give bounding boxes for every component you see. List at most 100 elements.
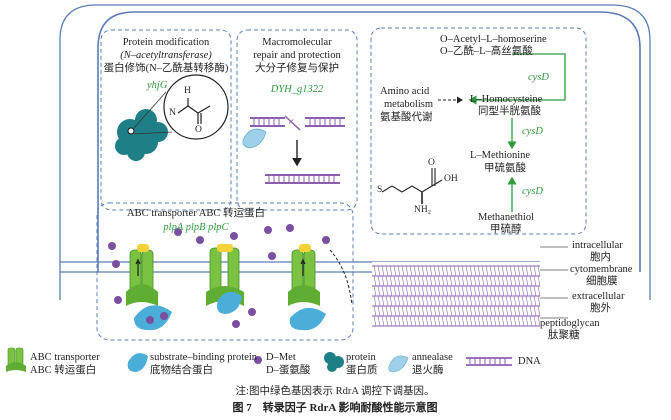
- protein-modification-title-en: Protein modification: [122, 37, 210, 48]
- peptidoglycan-crosslink: [525, 265, 529, 277]
- peptidoglycan-crosslink: [485, 305, 489, 317]
- acetyl-h-label: H: [184, 86, 191, 96]
- peptidoglycan-crosslink: [461, 275, 465, 287]
- homoserine-en: O–Acetyl–L–homoserine: [440, 34, 547, 45]
- legend-abc-zh: ABC 转运蛋白: [30, 365, 97, 376]
- peptidoglycan-crosslink: [405, 275, 409, 287]
- peptidoglycan-crosslink: [477, 315, 481, 327]
- peptidoglycan-crosslink: [533, 265, 537, 277]
- peptidoglycan-crosslink: [493, 305, 497, 317]
- peptidoglycan-crosslink: [417, 315, 421, 327]
- methionine-nh2-label: NH₂: [414, 205, 432, 215]
- repair-title-en-1: Macromolecular: [262, 37, 332, 48]
- peptidoglycan-crosslink: [437, 275, 441, 287]
- peptidoglycan-crosslink: [421, 295, 425, 307]
- peptidoglycan-crosslink: [493, 285, 497, 297]
- legend-dna-en: DNA: [518, 356, 541, 367]
- cytomembrane-en: cytomembrane: [570, 264, 633, 275]
- peptidoglycan-crosslink: [457, 275, 461, 287]
- peptidoglycan-crosslink: [401, 265, 405, 277]
- peptidoglycan-crosslink: [373, 315, 377, 327]
- peptidoglycan-crosslink: [469, 315, 473, 327]
- peptidoglycan-crosslink: [445, 295, 449, 307]
- peptidoglycan-crosslink: [521, 285, 525, 297]
- abc-transporter-2: [206, 244, 244, 314]
- peptidoglycan-crosslink: [505, 295, 509, 307]
- peptidoglycan-crosslink: [497, 285, 501, 297]
- peptidoglycan-crosslink: [513, 315, 517, 327]
- peptidoglycan-crosslink: [441, 275, 445, 287]
- d-met-exit-arrow: [329, 249, 353, 306]
- peptidoglycan-crosslink: [433, 295, 437, 307]
- peptidoglycan-crosslink: [449, 315, 453, 327]
- gene-dyh-g1322: DYH_g1322: [270, 84, 324, 95]
- peptidoglycan-crosslink: [457, 265, 461, 277]
- peptidoglycan-crosslink: [429, 305, 433, 317]
- peptidoglycan-crosslink: [449, 305, 453, 317]
- peptidoglycan-crosslink: [453, 315, 457, 327]
- peptidoglycan-crosslink: [517, 305, 521, 317]
- peptidoglycan-crosslink: [505, 265, 509, 277]
- peptidoglycan-crosslink: [473, 315, 477, 327]
- homocysteine-en: L–Homocysteine: [470, 94, 543, 105]
- peptidoglycan-crosslink: [485, 295, 489, 307]
- peptidoglycan-crosslink: [505, 315, 509, 327]
- peptidoglycan-crosslink: [489, 295, 493, 307]
- peptidoglycan-crosslink: [449, 285, 453, 297]
- methionine-s-label: S: [377, 185, 383, 195]
- peptidoglycan-crosslink: [429, 265, 433, 277]
- peptidoglycan-crosslink: [409, 265, 413, 277]
- peptidoglycan-crosslink: [497, 305, 501, 317]
- peptidoglycan-crosslink: [397, 305, 401, 317]
- acetyl-n-label: N: [169, 108, 176, 118]
- peptidoglycan-crosslink: [425, 295, 429, 307]
- peptidoglycan-crosslink: [385, 315, 389, 327]
- peptidoglycan-crosslink: [421, 315, 425, 327]
- methanethiol-en: Methanethiol: [478, 212, 534, 223]
- homoserine-zh: O–乙酰–L–高丝氨酸: [440, 46, 533, 57]
- peptidoglycan-crosslink: [521, 295, 525, 307]
- dna-repair-top: ×: [250, 115, 345, 131]
- abc-transporter-icon: [6, 347, 26, 372]
- peptidoglycan-crosslink: [425, 305, 429, 317]
- peptidoglycan-crosslink: [461, 295, 465, 307]
- peptidoglycan-crosslink: [517, 295, 521, 307]
- protein-modification-title-zh: 蛋白修饰(N–乙酰基转移酶): [103, 63, 229, 74]
- peptidoglycan-crosslink: [373, 305, 377, 317]
- peptidoglycan-crosslink: [429, 315, 433, 327]
- peptidoglycan-crosslink: [469, 295, 473, 307]
- peptidoglycan-crosslink: [529, 275, 533, 287]
- peptidoglycan-crosslink: [453, 275, 457, 287]
- abc-genes: plpA plpB plpC: [163, 222, 229, 233]
- repair-title-zh: 大分子修复与保护: [255, 63, 339, 74]
- peptidoglycan-crosslink: [409, 285, 413, 297]
- peptidoglycan-crosslink: [509, 285, 513, 297]
- legend-dmet-en: D–Met: [266, 352, 296, 363]
- peptidoglycan-crosslink: [489, 275, 493, 287]
- legend-dmet-zh: D–蛋氨酸: [266, 365, 311, 376]
- methionine-o-label: O: [428, 158, 435, 168]
- peptidoglycan-crosslink: [389, 295, 393, 307]
- peptidoglycan-crosslink: [485, 285, 489, 297]
- peptidoglycan-crosslink: [513, 275, 517, 287]
- peptidoglycan-crosslink: [493, 315, 497, 327]
- peptidoglycan-crosslink: [533, 285, 537, 297]
- peptidoglycan-crosslink: [433, 315, 437, 327]
- peptidoglycan-crosslink: [373, 275, 377, 287]
- peptidoglycan-crosslink: [429, 275, 433, 287]
- dna-icon: [466, 357, 512, 366]
- peptidoglycan-crosslink: [465, 285, 469, 297]
- peptidoglycan-crosslink: [437, 305, 441, 317]
- peptidoglycan-crosslink: [393, 305, 397, 317]
- peptidoglycan-crosslink: [441, 285, 445, 297]
- peptidoglycan-crosslink: [537, 305, 541, 317]
- intracellular-en: intracellular: [572, 240, 623, 251]
- peptidoglycan-crosslink: [425, 265, 429, 277]
- peptidoglycan-crosslink: [393, 315, 397, 327]
- peptidoglycan-crosslink: [465, 315, 469, 327]
- peptidoglycan-crosslink: [461, 315, 465, 327]
- peptidoglycan-crosslink: [501, 275, 505, 287]
- cytomembrane-zh: 细胞膜: [586, 276, 618, 287]
- peptidoglycan-crosslink: [497, 265, 501, 277]
- amino-label-zh: 氨基酸代谢: [380, 112, 433, 123]
